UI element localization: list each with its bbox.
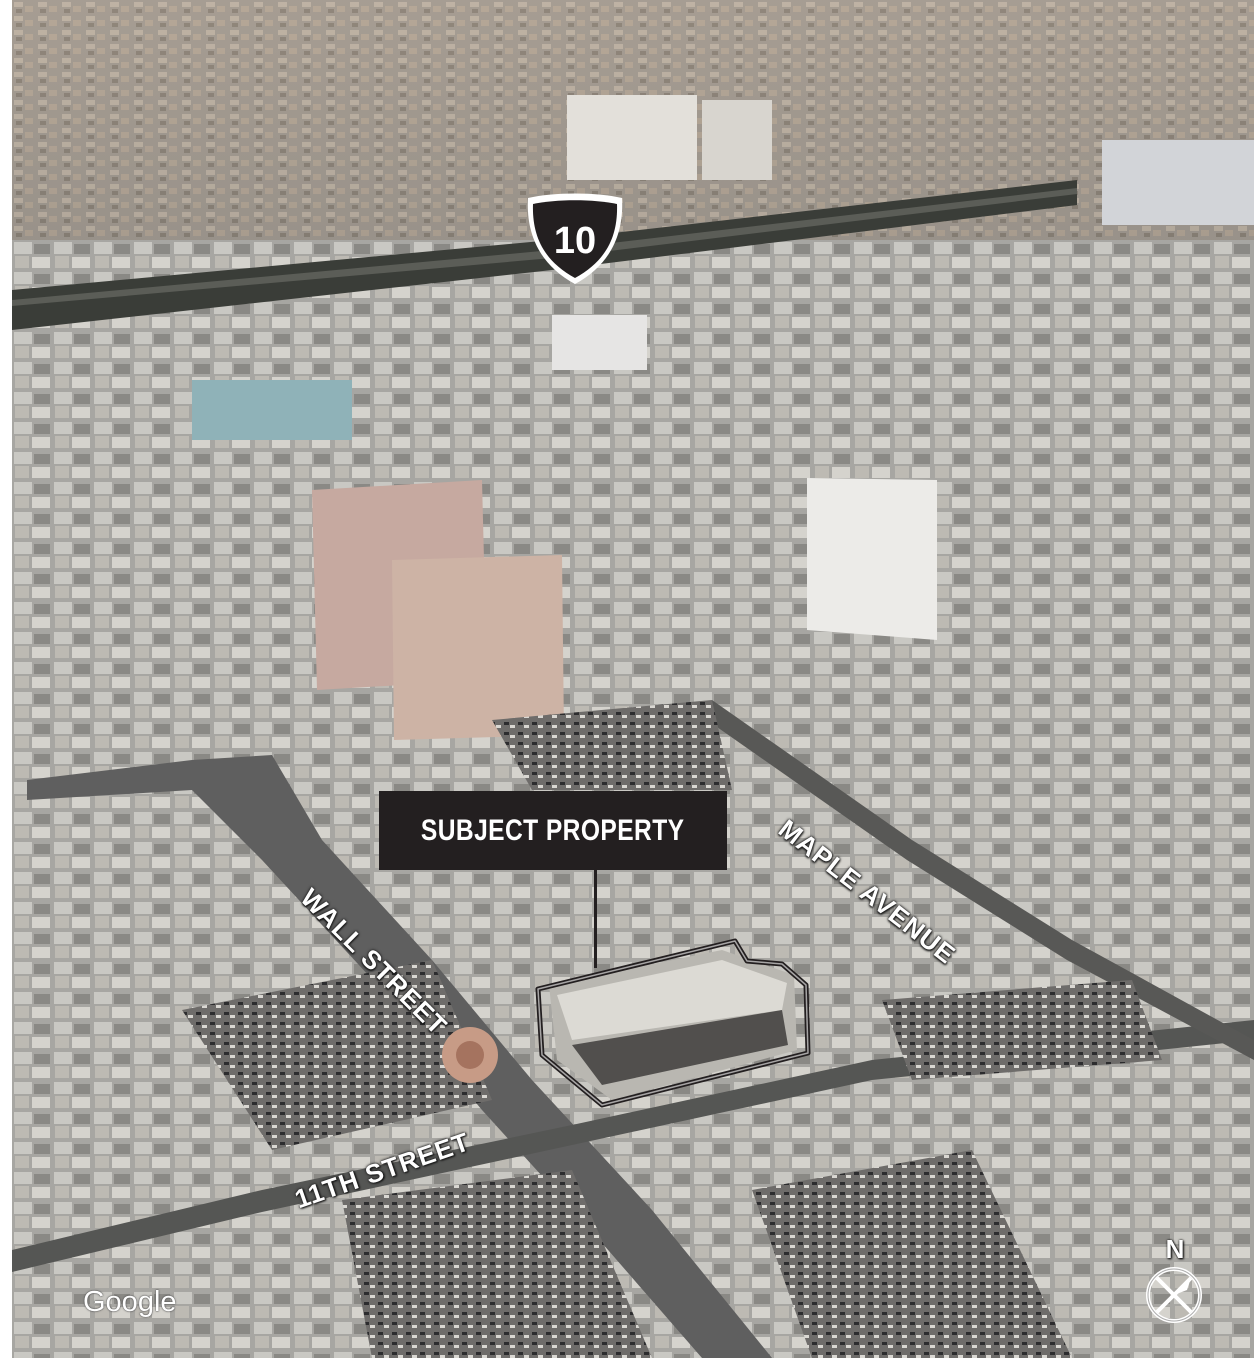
north-letter: N bbox=[1165, 1234, 1185, 1264]
aerial-photo bbox=[12, 0, 1254, 1358]
google-attribution: Google bbox=[83, 1286, 177, 1318]
highway-number: 10 bbox=[553, 220, 597, 262]
north-arrow-icon bbox=[1146, 1267, 1202, 1323]
callout-leader-line bbox=[594, 870, 597, 968]
north-arrow: N bbox=[1143, 1234, 1207, 1326]
interstate-shield-icon bbox=[527, 193, 623, 284]
subject-property-label: SUBJECT PROPERTY bbox=[421, 813, 685, 847]
subject-property-callout: SUBJECT PROPERTY bbox=[379, 791, 727, 870]
